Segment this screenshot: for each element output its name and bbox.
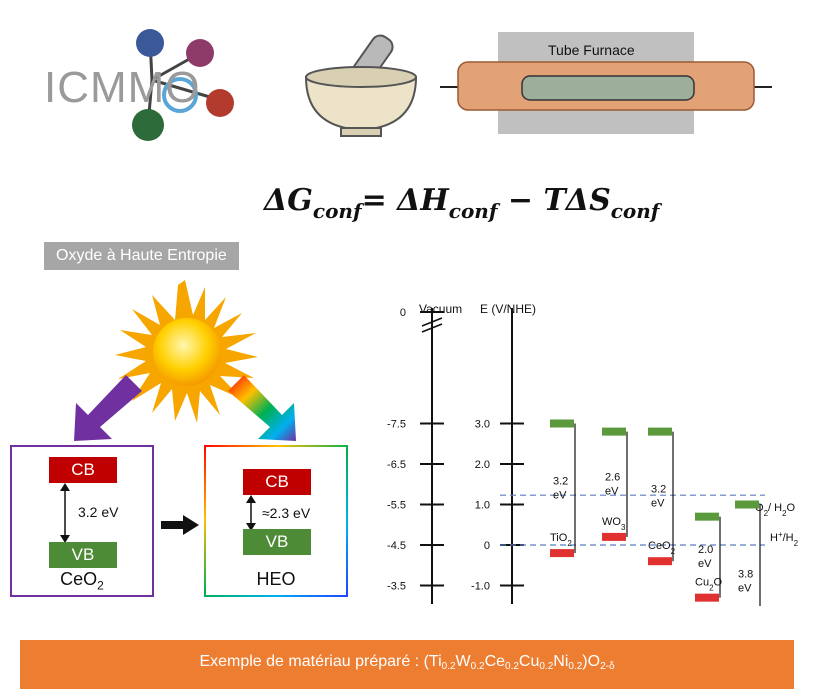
ceo2-name-sub: 2 (97, 578, 104, 593)
equation-lhs: ΔG (264, 183, 313, 218)
footer-t1: 0.2 (441, 661, 456, 672)
band-gap-unit: eV (651, 497, 665, 509)
heo-vb: VB (243, 529, 311, 555)
purple-arrow-icon (74, 375, 142, 441)
heo-box-inner: CB ≈2.3 eV VB HEO (206, 447, 346, 595)
vacuum-tick-label: 0 (400, 307, 406, 319)
footer-t6: 2-δ (600, 661, 615, 672)
entropy-equation: ΔGconf= ΔHconf − TΔSconf (264, 183, 659, 223)
vacuum-axis-label: Vacuum (419, 302, 462, 316)
footer-t2: 0.2 (470, 661, 485, 672)
material-label: Cu2O (695, 577, 723, 593)
footer-w: W (455, 653, 471, 670)
conduction-band-mark (602, 532, 626, 541)
heo-cb: CB (243, 469, 311, 495)
valence-band-mark (735, 500, 759, 509)
footer-t4: 0.2 (539, 661, 554, 672)
footer-t3: 0.2 (505, 661, 519, 672)
ceo2-name-main: CeO (60, 569, 98, 589)
ceo2-gap: 3.2 eV (78, 504, 119, 520)
footer-close: )O (582, 653, 601, 670)
band-gap-value: 3.8 (738, 568, 753, 580)
logo-text: ICMMO (44, 63, 201, 112)
mortar-icon (304, 34, 418, 137)
vacuum-tick-label: -6.5 (387, 459, 406, 471)
transition-arrow-icon (161, 515, 199, 535)
nhe-tick-label: -1.0 (471, 581, 490, 593)
equation-h-sub: conf (448, 199, 498, 223)
equation-s-sub: conf (610, 199, 660, 223)
band-gap-unit: eV (738, 582, 752, 594)
vacuum-tick-label: -7.5 (387, 419, 406, 431)
heo-name: HEO (256, 569, 296, 589)
footer-ni: Ni (553, 653, 569, 670)
equation-lhs-sub: conf (312, 199, 362, 223)
material-label: CeO2 (648, 540, 676, 556)
nhe-tick-label: 3.0 (475, 419, 490, 431)
rainbow-arrow-icon (228, 375, 296, 441)
vacuum-tick-label: -3.5 (387, 581, 406, 593)
sun-icon (115, 280, 258, 423)
band-gap-unit: eV (698, 558, 712, 570)
icmmo-logo: ICMMO (40, 25, 240, 145)
redox-reference-label: O2/ H2O (755, 502, 796, 518)
vacuum-tick-label: -5.5 (387, 500, 406, 512)
ceo2-band-box: CB 3.2 eV VB CeO2 (10, 445, 154, 597)
redox-reference-label: H+/H2 (770, 530, 799, 548)
footer-cu: Cu (518, 653, 540, 670)
vacuum-tick-label: -4.5 (387, 540, 406, 552)
mortar-pestle-illustration (296, 22, 426, 142)
band-position-chart: Vacuum E (V/NHE) 0-1.5-2.5-3.5-4.5-5.5-6… (387, 302, 799, 606)
band-gap-value: 2.0 (698, 544, 713, 556)
molecule-icon (132, 29, 234, 141)
nhe-axis-label: E (V/NHE) (480, 302, 536, 316)
nhe-tick-label: 2.0 (475, 459, 490, 471)
band-gap-unit: eV (605, 485, 619, 497)
footer-prefix: Exemple de matériau préparé : (Ti (199, 653, 442, 670)
heo-gap-arrow (246, 495, 256, 531)
equation-minus: − TΔS (497, 183, 611, 218)
valence-band-mark (602, 427, 626, 436)
ceo2-name: CeO2 (12, 569, 152, 593)
axis-break-mark (421, 323, 443, 333)
nhe-tick-label: 1.0 (475, 500, 490, 512)
tube-furnace-illustration: Tube Furnace (440, 28, 780, 138)
conduction-band-mark (550, 549, 574, 558)
footer-ce: Ce (484, 653, 506, 670)
nhe-tick-label: 0 (484, 540, 490, 552)
valence-band-mark (550, 419, 574, 428)
valence-band-mark (695, 512, 719, 521)
footer-t5: 0.2 (568, 661, 583, 672)
ceo2-vb: VB (49, 542, 117, 568)
heo-gap: ≈2.3 eV (262, 505, 311, 521)
furnace-label: Tube Furnace (548, 42, 635, 58)
furnace-icon (440, 32, 772, 134)
band-gap-value: 2.6 (605, 471, 620, 483)
example-material-footer: Exemple de matériau préparé : (Ti0.2W0.2… (20, 640, 794, 689)
sun-arrows-graphic (74, 280, 296, 441)
heo-banner: Oxyde à Haute Entropie (44, 242, 239, 270)
ceo2-cb: CB (49, 457, 117, 483)
band-gap-value: 3.2 (651, 483, 666, 495)
band-gap-value: 3.2 (553, 475, 568, 487)
band-gap-unit: eV (553, 489, 567, 501)
conduction-band-mark (648, 557, 672, 566)
heo-band-box: CB ≈2.3 eV VB HEO (204, 445, 348, 597)
material-label: WO3 (602, 516, 626, 532)
axis-break-mark (421, 317, 443, 327)
valence-band-mark (648, 427, 672, 436)
conduction-band-mark (695, 593, 719, 602)
material-label: TiO2 (550, 532, 572, 548)
ceo2-gap-arrow (60, 483, 70, 543)
equation-eq: = ΔH (361, 183, 449, 218)
